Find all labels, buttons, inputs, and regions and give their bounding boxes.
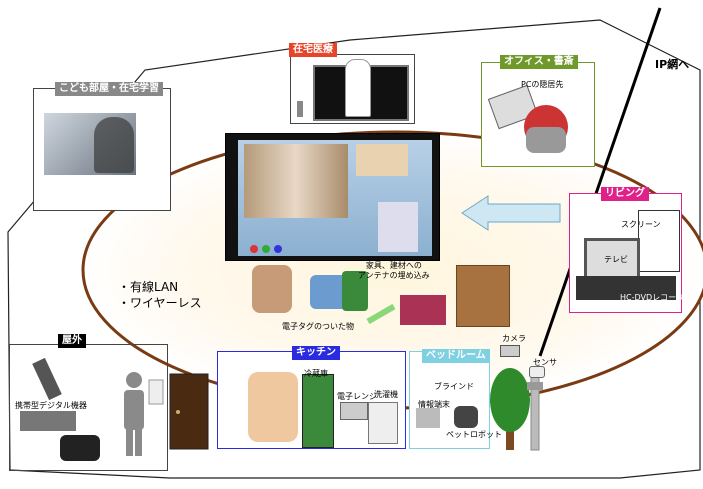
fridge-scene-photo	[244, 144, 348, 218]
kids-room-title: こども部屋・在宅学習	[55, 82, 163, 96]
kitchen-woman-icon	[248, 372, 298, 442]
kitchen-washer-label: 洗濯機	[374, 390, 398, 399]
center-display	[225, 133, 440, 261]
person-silhouette-icon	[124, 372, 144, 456]
camera-label: カメラ	[502, 334, 526, 343]
living-recorder-label: HC-DVDレコーダ	[620, 293, 685, 302]
kitchen-title: キッチン	[292, 346, 340, 360]
cleaner-icon	[366, 303, 396, 325]
office-title: オフィス・書斎	[500, 55, 578, 69]
tagged-objects-caption: 電子タグのついた物	[282, 322, 354, 331]
doctor-icon	[345, 59, 371, 117]
intercom-icon	[148, 379, 164, 405]
bedroom-title: ベッドルーム	[422, 349, 490, 363]
bottles-icon	[342, 271, 368, 311]
office-box	[481, 62, 595, 167]
bedroom-terminal-label: 情報端末	[418, 400, 450, 409]
jacket-icon	[252, 265, 292, 313]
bedroom-blind-label: ブラインド	[434, 382, 474, 391]
ip-network-line	[538, 7, 662, 357]
outdoor-title: 屋外	[58, 334, 86, 348]
sensor-label: センサ	[533, 358, 557, 367]
connection-wireless-label: ・ワイヤーレス	[118, 296, 202, 310]
tagged-objects-panel	[250, 255, 522, 335]
books-icon	[400, 295, 446, 325]
recorder-icon	[576, 276, 676, 300]
kitchen-box	[217, 351, 406, 449]
info-terminal-icon	[416, 408, 440, 428]
tree-icon	[490, 368, 530, 450]
bedroom-box	[409, 351, 490, 449]
living-screen-label: スクリーン	[621, 220, 661, 229]
kitchen-microwave-label: 電子レンジ	[337, 392, 377, 401]
pet-robot-icon	[454, 406, 478, 428]
mobile-phone-icon	[32, 357, 62, 401]
office-note: PCの隠居先	[521, 80, 564, 89]
chair-icon	[526, 127, 566, 153]
living-tv-label: テレビ	[604, 255, 628, 264]
shelf-icon	[456, 265, 510, 327]
ip-network-label: IP網へ	[655, 58, 690, 71]
connection-wired-label: ・有線LAN	[118, 280, 179, 294]
microwave-icon	[340, 402, 368, 420]
center-screen	[238, 140, 432, 256]
door-icon	[169, 373, 209, 450]
bedroom-robot-label: ペットロボット	[446, 430, 502, 439]
camera-icon	[500, 345, 520, 357]
child-photo-icon	[94, 117, 134, 173]
kitchen-fridge-label: 冷蔵庫	[304, 369, 328, 378]
sensor-icon	[529, 366, 545, 378]
outdoor-device-label: 携帯型デジタル機器	[15, 401, 87, 410]
video-call-photo	[356, 144, 408, 176]
arrow-icon	[461, 195, 561, 231]
kids-room-box	[33, 88, 171, 211]
mobile-devices-photo	[20, 411, 76, 431]
status-icons	[250, 238, 290, 253]
speaker-icon	[297, 101, 303, 117]
menu-icons	[378, 202, 418, 252]
washer-icon	[368, 402, 398, 444]
antenna-caption: 家具、建材への アンテナの埋め込み	[358, 261, 430, 280]
video-camera-icon	[60, 435, 100, 461]
living-title: リビング	[601, 187, 649, 201]
outdoor-box	[9, 344, 168, 471]
fridge-icon	[302, 374, 334, 448]
medical-box	[290, 54, 415, 124]
living-box	[569, 193, 682, 313]
medical-title: 在宅医療	[289, 43, 337, 57]
